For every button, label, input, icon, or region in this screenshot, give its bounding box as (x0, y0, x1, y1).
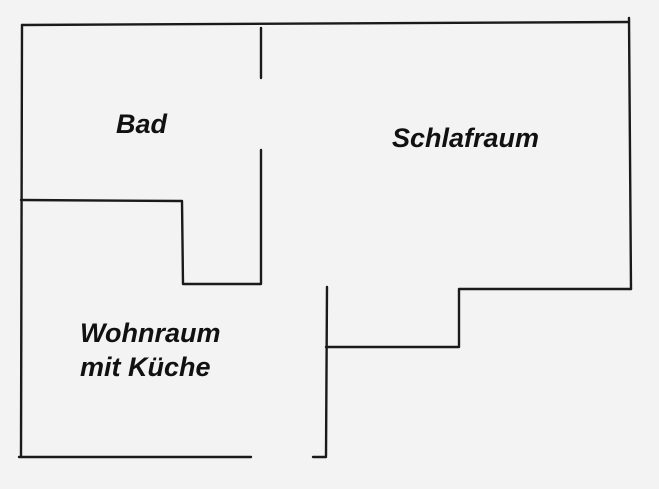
wall-bad-lower (19, 148, 263, 286)
room-label-wohnraum-line-2: mit Küche (80, 352, 211, 382)
room-label-bad: Bad (116, 107, 167, 141)
room-label-bad-text: Bad (116, 109, 168, 139)
room-label-wohnraum: Wohnraum mit Küche (80, 316, 221, 384)
wall-schlafraum-step (324, 287, 633, 349)
room-label-schlafraum: Schlafraum (392, 121, 539, 155)
wall-outer-left (19, 23, 24, 458)
wall-outer-top (20, 20, 631, 27)
wall-outer-right (627, 16, 633, 291)
room-label-wohnraum-line-1: Wohnraum (80, 318, 221, 348)
room-label-schlafraum-text: Schlafraum (392, 123, 540, 153)
wall-middle-vertical (324, 285, 329, 458)
